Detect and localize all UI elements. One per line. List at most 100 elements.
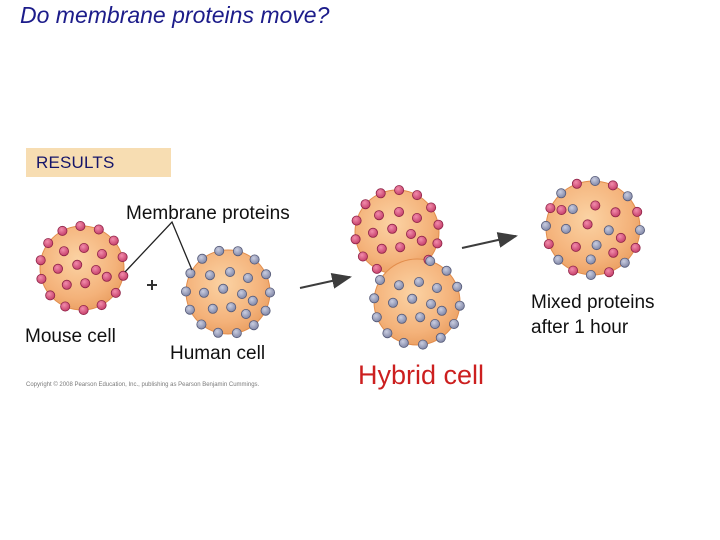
mouse-protein <box>394 185 405 196</box>
human-protein <box>553 254 564 265</box>
human-protein <box>556 188 567 199</box>
mouse-protein <box>376 243 387 254</box>
human-protein <box>184 304 195 315</box>
human-protein <box>415 312 426 323</box>
mouse-protein <box>35 255 46 266</box>
human-protein <box>240 308 251 319</box>
human-protein <box>425 298 436 309</box>
human-protein <box>248 320 259 331</box>
human-protein <box>382 328 393 339</box>
human-protein <box>214 245 225 256</box>
human-protein <box>261 269 272 280</box>
human-protein <box>448 318 459 329</box>
hybrid-cell-label: Hybrid cell <box>358 360 485 390</box>
human-protein <box>590 175 601 186</box>
human-protein <box>635 225 646 236</box>
human-protein <box>603 225 614 236</box>
human-protein <box>413 276 424 287</box>
mouse-protein <box>416 235 427 246</box>
mouse-protein <box>373 210 384 221</box>
mouse-protein <box>96 300 107 311</box>
human-protein <box>541 220 552 231</box>
mouse-protein <box>75 220 86 231</box>
mouse-protein <box>615 232 626 243</box>
results-label: RESULTS <box>26 148 171 177</box>
human-protein <box>232 246 243 257</box>
mouse-protein <box>97 248 108 259</box>
mouse-protein <box>91 264 102 275</box>
mouse-protein <box>632 206 643 217</box>
human-protein <box>260 305 271 316</box>
human-protein <box>242 272 253 283</box>
mouse-protein <box>571 178 582 189</box>
mouse-protein <box>393 206 404 217</box>
human-protein <box>431 282 442 293</box>
human-protein <box>429 318 440 329</box>
mouse-protein <box>78 304 89 315</box>
mouse-protein <box>360 199 371 210</box>
mouse-protein <box>610 207 621 218</box>
copyright-notice: Copyright © 2008 Pearson Education, Inc.… <box>26 382 260 388</box>
mouse-protein <box>117 252 128 263</box>
human-protein <box>393 280 404 291</box>
mouse-protein <box>426 202 437 213</box>
plus-sign <box>147 280 157 290</box>
human-protein <box>185 268 196 279</box>
mouse-protein <box>371 263 382 274</box>
human-protein <box>425 256 436 267</box>
membrane-proteins-pointer <box>124 220 193 273</box>
mouse-protein <box>93 224 104 235</box>
human-protein <box>435 332 446 343</box>
human-protein <box>231 328 242 339</box>
mouse-protein <box>570 241 581 252</box>
mouse-protein <box>108 235 119 246</box>
human-protein <box>441 265 452 276</box>
mouse-protein <box>72 259 83 270</box>
human-protein <box>585 269 596 280</box>
human-protein <box>436 305 447 316</box>
human-protein <box>196 319 207 330</box>
human-protein <box>561 223 572 234</box>
human-protein <box>218 283 229 294</box>
mouse-protein <box>45 290 56 301</box>
human-protein <box>197 253 208 264</box>
mouse-protein <box>61 279 72 290</box>
human-protein <box>374 274 385 285</box>
mouse-protein <box>545 203 556 214</box>
human-protein <box>213 327 224 338</box>
mouse-protein <box>367 227 378 238</box>
human-protein <box>398 337 409 348</box>
mouse-protein <box>405 228 416 239</box>
human-protein <box>249 254 260 265</box>
mouse-protein <box>568 265 579 276</box>
mouse-protein <box>432 238 443 249</box>
human-protein <box>454 300 465 311</box>
membrane-proteins-label: Membrane proteins <box>126 203 290 224</box>
mixed-proteins-label: Mixed proteins after 1 hour <box>531 292 655 338</box>
mouse-protein <box>118 270 129 281</box>
human-protein <box>236 288 247 299</box>
mouse-protein <box>556 204 567 215</box>
mouse-protein <box>36 273 47 284</box>
mouse-protein <box>79 242 90 253</box>
human-protein <box>567 204 578 215</box>
human-protein <box>591 240 602 251</box>
mouse-protein <box>59 246 70 257</box>
fusion-arrow <box>299 273 352 289</box>
mouse-protein <box>543 239 554 250</box>
human-protein <box>619 257 630 268</box>
mouse-protein <box>43 238 54 249</box>
mouse-protein <box>590 200 601 211</box>
mouse-protein <box>411 212 422 223</box>
mouse-protein <box>57 225 68 236</box>
mouse-protein <box>608 247 619 258</box>
human-protein <box>180 286 191 297</box>
mouse-protein <box>375 188 386 199</box>
human-protein <box>198 287 209 298</box>
human-protein <box>264 287 275 298</box>
human-protein <box>417 339 428 350</box>
human-protein <box>407 293 418 304</box>
mouse-protein <box>60 301 71 312</box>
